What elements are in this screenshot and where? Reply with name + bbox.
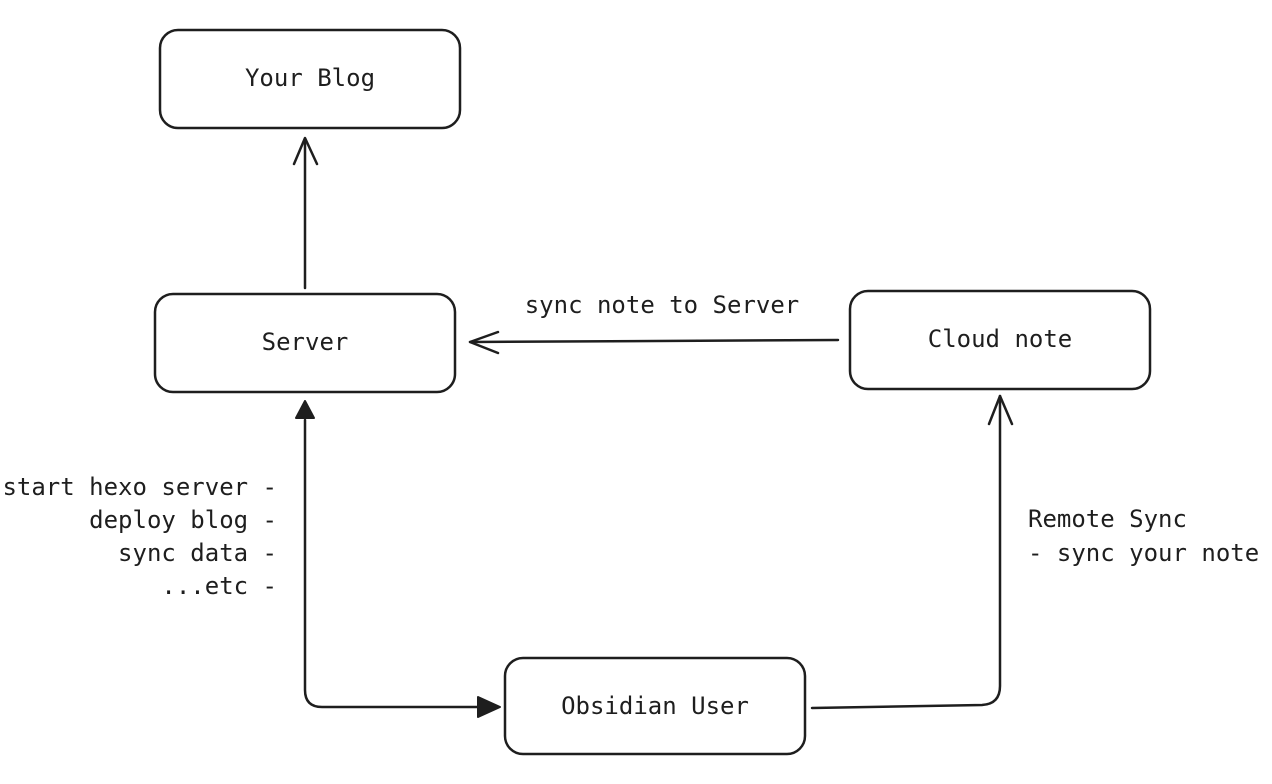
edge-label-hexo: start hexo server - bbox=[2, 473, 277, 501]
edge-label-sync-data: sync data - bbox=[118, 539, 277, 567]
edge-label-remote-sync: Remote Sync bbox=[1028, 505, 1187, 533]
node-label-obsidian-user: Obsidian User bbox=[561, 692, 749, 720]
edge-label-sync-note: sync note to Server bbox=[525, 291, 800, 319]
arrowhead-left-server bbox=[468, 330, 500, 355]
edge-server-user: start hexo server - deploy blog - sync d… bbox=[2, 400, 501, 718]
edge-cloud-to-server: sync note to Server bbox=[468, 291, 840, 355]
node-obsidian-user[interactable]: Obsidian User bbox=[503, 656, 807, 756]
arrowhead-up-blog bbox=[292, 136, 319, 166]
edge-user-to-cloud: Remote Sync - sync your note bbox=[810, 394, 1259, 710]
edge-label-sync-your-note: - sync your note bbox=[1028, 539, 1259, 567]
node-server[interactable]: Server bbox=[153, 292, 457, 394]
arrowhead-right-user bbox=[477, 696, 501, 718]
edge-label-deploy: deploy blog - bbox=[89, 506, 277, 534]
edge-server-to-blog bbox=[292, 136, 319, 290]
arrowhead-up-server bbox=[295, 400, 315, 419]
node-label-cloud-note: Cloud note bbox=[928, 325, 1073, 353]
arrowhead-up-cloud bbox=[987, 394, 1014, 426]
node-label-server: Server bbox=[262, 328, 349, 356]
edge-label-etc: ...etc - bbox=[161, 572, 277, 600]
node-cloud-note[interactable]: Cloud note bbox=[848, 289, 1152, 391]
node-label-your-blog: Your Blog bbox=[245, 64, 375, 92]
node-your-blog[interactable]: Your Blog bbox=[158, 28, 462, 130]
